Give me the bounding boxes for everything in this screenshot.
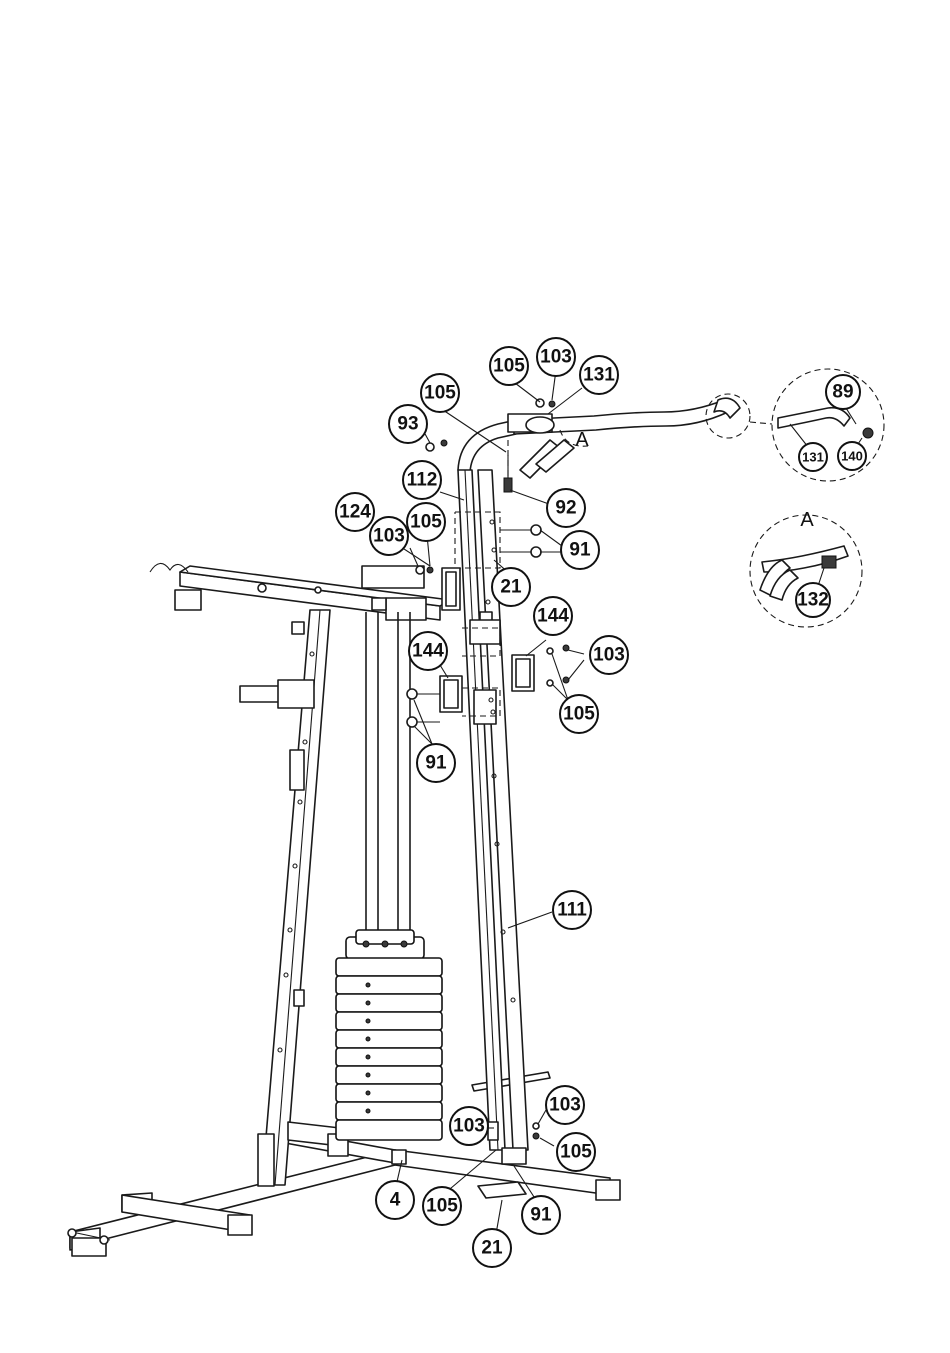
callout-103-e: 103 xyxy=(450,1107,488,1145)
callout-label: 21 xyxy=(481,1238,503,1259)
callout-label: 91 xyxy=(569,540,591,561)
callout-132: 132 xyxy=(796,583,830,617)
callout-label: 105 xyxy=(563,704,595,725)
callout-103-d: 103 xyxy=(546,1086,584,1124)
callout-91-c: 91 xyxy=(522,1196,560,1234)
callout-131-detail: 131 xyxy=(799,443,827,471)
callout-label: 91 xyxy=(425,753,447,774)
callout-103-c: 103 xyxy=(590,636,628,674)
callout-label: 105 xyxy=(426,1196,458,1217)
detail-a-letter: A xyxy=(800,509,814,531)
callout-label: 89 xyxy=(832,382,853,403)
callout-label: 131 xyxy=(802,450,824,465)
callout-105-b: 105 xyxy=(421,374,459,412)
callout-label: 103 xyxy=(549,1095,581,1116)
callout-105-e: 105 xyxy=(557,1133,595,1171)
callout-93: 93 xyxy=(389,405,427,443)
top-arm xyxy=(508,398,740,478)
callout-label: 105 xyxy=(560,1142,592,1163)
callout-label: 105 xyxy=(410,512,442,533)
callout-label: 4 xyxy=(390,1190,401,1211)
callout-label: 144 xyxy=(537,606,569,627)
callout-105-top: 105 xyxy=(490,347,528,385)
callout-label: 144 xyxy=(412,641,444,662)
callout-label: 103 xyxy=(373,526,405,547)
callout-label: 124 xyxy=(339,502,371,523)
callout-label: 140 xyxy=(841,449,863,464)
callout-103-b: 103 xyxy=(370,517,408,555)
callout-105-d: 105 xyxy=(560,695,598,733)
callout-92: 92 xyxy=(547,489,585,527)
top-beam xyxy=(150,563,460,620)
left-upright xyxy=(240,610,348,1186)
callout-105-c: 105 xyxy=(407,503,445,541)
callout-21-a: 21 xyxy=(492,568,530,606)
callout-label: 132 xyxy=(797,590,829,611)
guide-rods xyxy=(366,612,410,945)
callout-140: 140 xyxy=(838,442,866,470)
callout-103-top: 103 xyxy=(537,338,575,376)
callout-label: 105 xyxy=(493,356,525,377)
callout-112: 112 xyxy=(403,461,441,499)
weight-stack xyxy=(336,930,442,1140)
callout-131-top: 131 xyxy=(580,356,618,394)
callout-21-b: 21 xyxy=(473,1229,511,1267)
callout-label: 131 xyxy=(583,365,615,386)
arm-letter: A xyxy=(575,429,589,451)
callout-label: 91 xyxy=(530,1205,552,1226)
right-upright xyxy=(458,420,528,1164)
callout-111: 111 xyxy=(553,891,591,929)
callout-4: 4 xyxy=(376,1181,414,1219)
callout-91-b: 91 xyxy=(417,744,455,782)
callout-91-a: 91 xyxy=(561,531,599,569)
callout-label: 103 xyxy=(593,645,625,666)
callout-144-a: 144 xyxy=(534,597,572,635)
callout-89: 89 xyxy=(826,375,860,409)
callout-124: 124 xyxy=(336,493,374,531)
callout-label: 92 xyxy=(555,498,576,519)
callout-label: 21 xyxy=(500,577,522,598)
callout-label: 103 xyxy=(540,347,572,368)
callout-label: 111 xyxy=(557,900,587,921)
callout-label: 112 xyxy=(407,470,438,491)
callout-105-f: 105 xyxy=(423,1187,461,1225)
callout-label: 105 xyxy=(424,383,456,404)
callout-144-b: 144 xyxy=(409,632,447,670)
callout-label: 93 xyxy=(397,414,418,435)
callout-label: 103 xyxy=(453,1116,485,1137)
